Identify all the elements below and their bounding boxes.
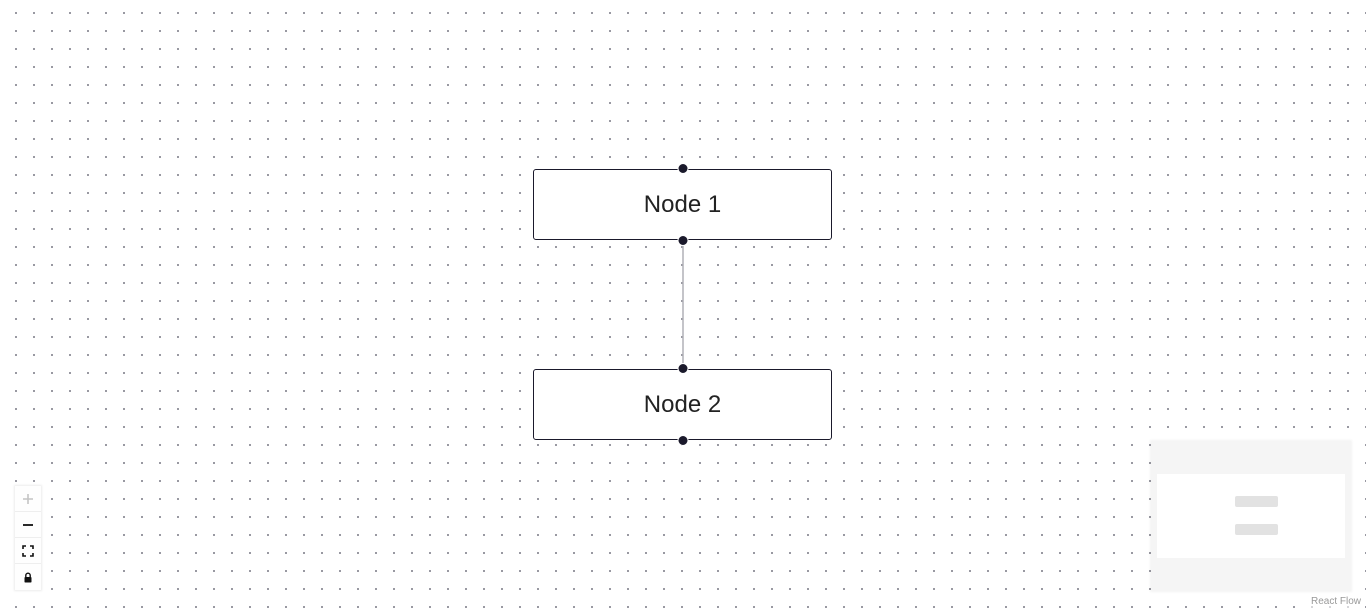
minimap[interactable]	[1151, 441, 1351, 591]
minimap-node-2	[1235, 524, 1278, 535]
interactivity-lock-button[interactable]	[15, 564, 41, 590]
minimap-node-1	[1235, 496, 1278, 507]
lock-icon	[24, 572, 32, 582]
fit-view-icon	[22, 544, 34, 557]
node-1-label: Node 1	[643, 190, 722, 218]
fit-view-button[interactable]	[15, 538, 41, 564]
zoom-in-button[interactable]	[15, 486, 41, 512]
flow-controls	[15, 486, 41, 590]
node-1-source-handle[interactable]	[677, 235, 688, 246]
node-1-target-handle[interactable]	[677, 163, 688, 174]
node-1[interactable]: Node 1	[533, 163, 832, 246]
node-2-label: Node 2	[643, 390, 722, 418]
react-flow-attribution-link[interactable]: React Flow	[1308, 595, 1363, 608]
minimap-viewport[interactable]	[1157, 474, 1345, 558]
node-2-target-handle[interactable]	[677, 363, 688, 374]
plus-icon	[23, 493, 33, 504]
zoom-out-button[interactable]	[15, 512, 41, 538]
minus-icon	[23, 523, 33, 526]
node-2[interactable]: Node 2	[533, 363, 832, 446]
node-2-source-handle[interactable]	[677, 435, 688, 446]
